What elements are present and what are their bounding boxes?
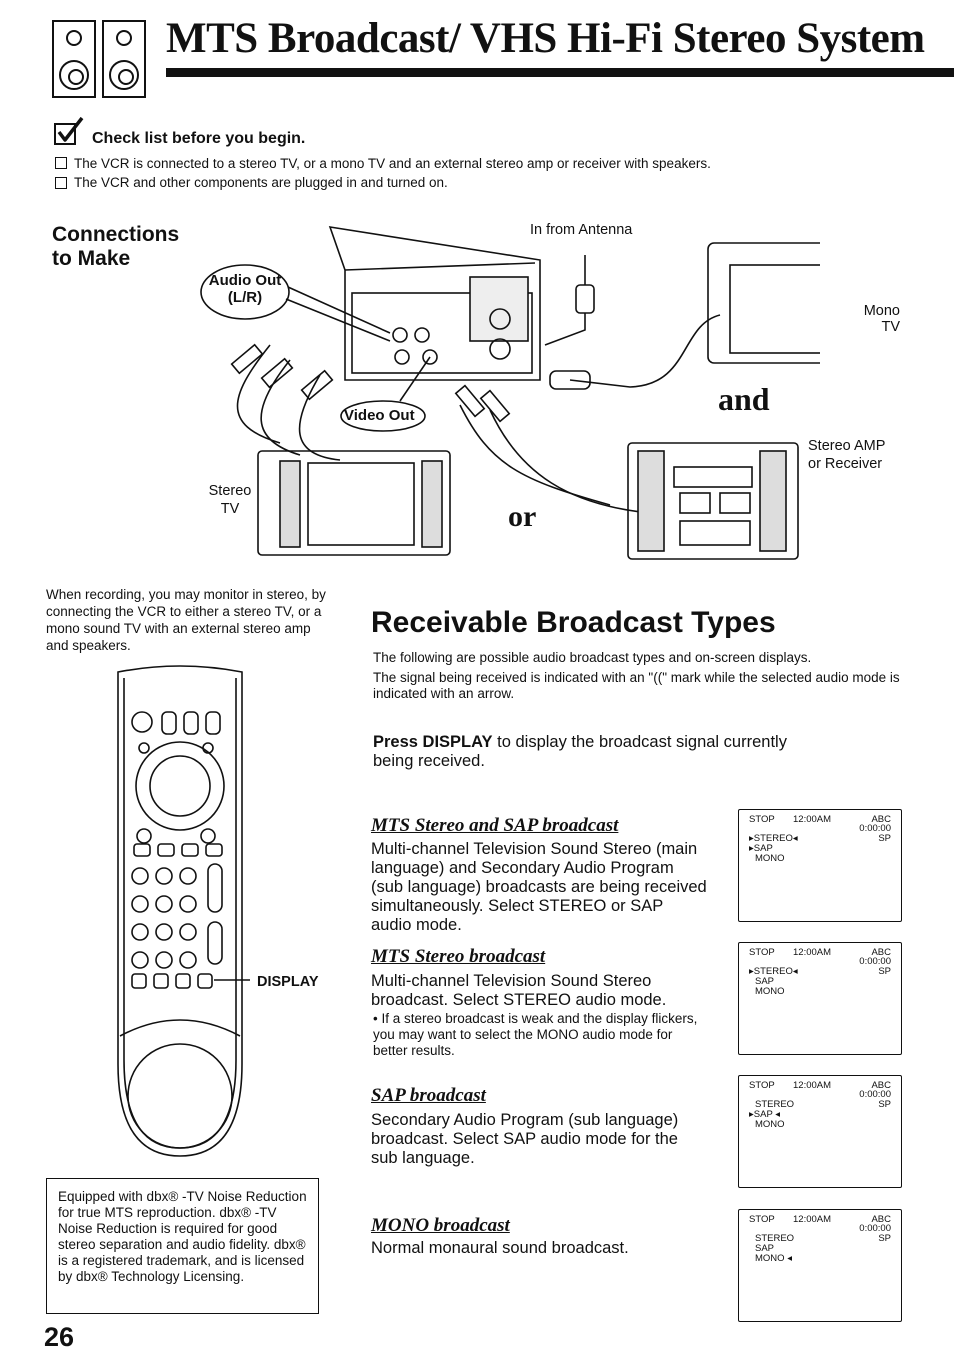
or-label: or [508, 500, 537, 533]
osd-speed: SP [878, 966, 891, 977]
osd-screen: STOP 12:00AM ABC 0:00:00 SP STEREO ▸SAP … [738, 1075, 902, 1188]
osd-mode-stereo: ▸STEREO◂ [749, 833, 798, 844]
osd-stop: STOP [749, 947, 775, 958]
audio-out-line: (L/R) [227, 289, 263, 306]
broadcast-title: MONO broadcast [371, 1215, 510, 1236]
stereo-amp-line: or Receiver [808, 456, 883, 472]
osd-channel: ABC [871, 814, 891, 825]
and-label: and [718, 381, 770, 417]
osd-mode-stereo: STEREO [755, 1099, 795, 1110]
stereo-amp-line: Stereo AMP [808, 438, 886, 454]
page-number: 26 [44, 1322, 75, 1352]
checklist-item: The VCR is connected to a stereo TV, or … [74, 156, 711, 171]
receivable-intro: The signal being received is indicated w… [373, 670, 900, 701]
display-label: DISPLAY [257, 974, 319, 990]
osd-stop: STOP [749, 1214, 775, 1225]
osd-mode-mono: MONO ◂ [755, 1253, 792, 1264]
page-title: MTS Broadcast/ VHS Hi-Fi Stereo System [166, 15, 925, 62]
broadcast-description: Multi-channel Television Sound Stereo br… [371, 972, 667, 1009]
osd-screen: STOP 12:00AM ABC 0:00:00 SP ▸STEREO◂ SAP… [738, 942, 902, 1055]
osd-mode-stereo: STEREO [755, 1233, 795, 1244]
broadcast-description: Normal monaural sound broadcast. [371, 1239, 629, 1257]
speaker-icon [52, 20, 96, 98]
mono-tv-line: TV [881, 319, 900, 335]
osd-counter: 0:00:00 [859, 1089, 891, 1100]
connections-heading-line: Connections [52, 223, 180, 246]
osd-screen: STOP 12:00AM ABC 0:00:00 SP STEREO SAP M… [738, 1209, 902, 1322]
checkmark-icon [54, 116, 84, 145]
stereo-tv-line: Stereo [208, 483, 252, 499]
checklist-item: The VCR and other components are plugged… [74, 175, 448, 190]
osd-counter: 0:00:00 [859, 823, 891, 834]
dbx-note: Equipped with dbx® -TV Noise Reduction f… [58, 1189, 307, 1284]
broadcast-bullet-text: If a stereo broadcast is weak and the di… [373, 1011, 698, 1058]
press-display-rest: to display the broadcast signal currentl… [373, 733, 787, 770]
connection-diagram [200, 226, 820, 560]
stereo-tv-label: Stereo TV [205, 482, 255, 518]
receivable-heading: Receivable Broadcast Types [371, 606, 776, 639]
title-rule [166, 68, 954, 77]
osd-mode-sap: SAP [755, 976, 775, 987]
osd-time: 12:00AM [793, 1214, 832, 1225]
antenna-label: In from Antenna [530, 222, 633, 238]
remote-control-illustration [117, 665, 250, 1157]
osd-mode-stereo: ▸STEREO◂ [749, 966, 798, 977]
osd-channel: ABC [871, 1080, 891, 1091]
broadcast-title: SAP broadcast [371, 1085, 486, 1106]
osd-stop: STOP [749, 1080, 775, 1091]
osd-mode-mono: MONO [755, 986, 785, 997]
broadcast-title: MTS Stereo and SAP broadcast [371, 815, 619, 836]
osd-screen: STOP 12:00AM ABC 0:00:00 SP ▸STEREO◂ ▸SA… [738, 809, 902, 922]
osd-speed: SP [878, 1233, 891, 1244]
osd-mode-mono: MONO [755, 853, 785, 864]
checkbox [55, 177, 67, 189]
broadcast-description: Secondary Audio Program (sub language) b… [371, 1111, 679, 1167]
osd-channel: ABC [871, 1214, 891, 1225]
stereo-tv-line: TV [220, 501, 240, 517]
monitor-note: When recording, you may monitor in stere… [46, 587, 326, 653]
receivable-intro: The following are possible audio broadca… [373, 650, 812, 665]
osd-mode-sap: SAP [755, 1243, 775, 1254]
audio-out-line: Audio Out [208, 272, 282, 289]
osd-mode-mono: MONO [755, 1119, 785, 1130]
osd-time: 12:00AM [793, 814, 832, 825]
osd-stop: STOP [749, 814, 775, 825]
osd-time: 12:00AM [793, 947, 832, 958]
connections-heading-line: to Make [52, 247, 131, 270]
press-display-text: Press DISPLAY to display the broadcast s… [373, 733, 813, 771]
connections-heading: Connections to Make [52, 223, 179, 271]
mono-tv-label: Mono TV [860, 303, 900, 335]
dbx-note-box [46, 1178, 319, 1314]
osd-counter: 0:00:00 [859, 956, 891, 967]
checkbox [55, 157, 67, 169]
press-display-bold: Press DISPLAY [373, 733, 493, 751]
osd-speed: SP [878, 1099, 891, 1110]
osd-channel: ABC [871, 947, 891, 958]
osd-speed: SP [878, 833, 891, 844]
osd-mode-sap: ▸SAP [749, 843, 773, 854]
broadcast-bullet: • If a stereo broadcast is weak and the … [373, 1011, 698, 1058]
broadcast-description: Multi-channel Television Sound Stereo (m… [371, 840, 707, 934]
osd-counter: 0:00:00 [859, 1223, 891, 1234]
stereo-amp-label: Stereo AMP or Receiver [808, 437, 885, 473]
osd-mode-sap: ▸SAP ◂ [749, 1109, 781, 1120]
osd-time: 12:00AM [793, 1080, 832, 1091]
mono-tv-line: Mono [863, 303, 900, 319]
checklist-heading: Check list before you begin. [92, 130, 306, 147]
audio-out-label: Audio Out (L/R) [199, 272, 291, 306]
video-out-label: Video Out [344, 407, 415, 424]
speaker-icon [102, 20, 146, 98]
broadcast-title: MTS Stereo broadcast [371, 946, 546, 967]
